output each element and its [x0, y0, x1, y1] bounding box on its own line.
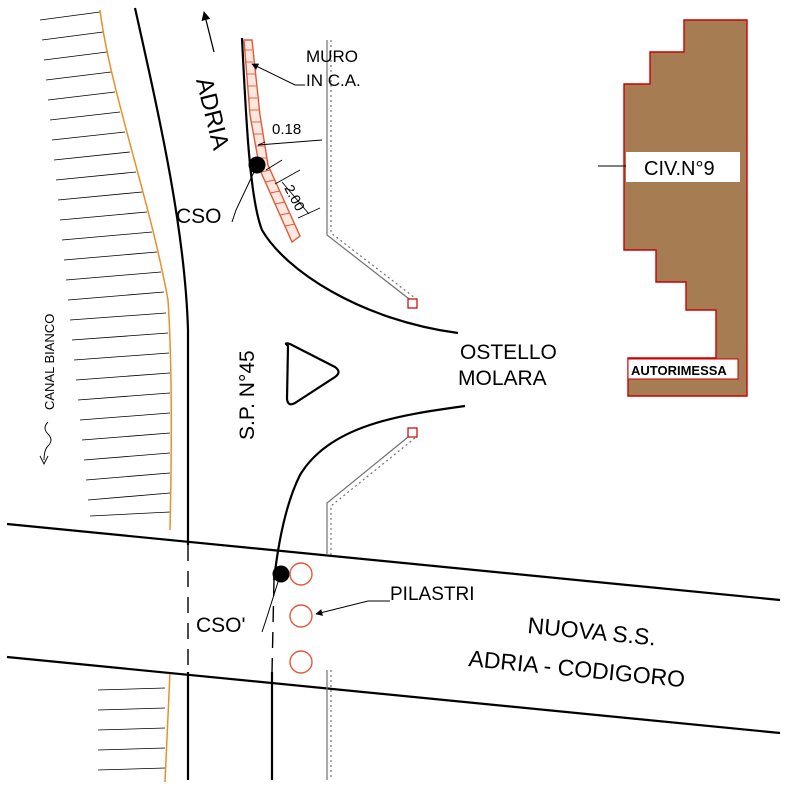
cso-point — [248, 156, 266, 174]
concrete-wall — [243, 39, 301, 244]
canal-bank-hatching — [39, 11, 171, 771]
wall-leader-line — [251, 63, 305, 86]
pillars-label: PILASTRI — [390, 584, 474, 605]
cso-label: CSO — [176, 205, 222, 228]
dimension-top-label: 0.18 — [272, 121, 301, 138]
new-road-label-line2: ADRIA - CODIGORO — [468, 645, 687, 692]
fence-post-lower — [407, 427, 418, 438]
canal-flow-arrow — [43, 421, 52, 461]
building-civ-9 — [623, 19, 748, 397]
road-edge-right-upper — [240, 37, 459, 335]
pillar-3 — [289, 650, 313, 674]
new-road-edge-top — [6, 522, 781, 602]
pillar-2 — [289, 604, 313, 628]
canal-label: CANAL BIANCO — [42, 314, 57, 410]
traffic-island — [284, 342, 340, 406]
building-number-label: CIV.N°9 — [644, 158, 715, 180]
fence-lower — [326, 432, 416, 780]
cso-leader-line — [231, 171, 255, 223]
pillars-leader-line — [315, 600, 390, 616]
dimension-0-18 — [257, 139, 323, 146]
garage-box — [627, 358, 739, 380]
adria-road-label: ADRIA — [190, 75, 234, 153]
new-road-label-line1: NUOVA S.S. — [527, 612, 658, 650]
cso-prime-label: CSO' — [196, 614, 246, 637]
canal-bank-edge — [99, 9, 173, 783]
fence-post-upper — [407, 298, 418, 309]
dimension-2-00 — [265, 159, 321, 219]
cso-prime-point — [272, 565, 290, 583]
road-edge-right-lower — [272, 404, 466, 581]
adria-direction-arrow — [201, 11, 215, 53]
provincial-road-label: S.P. N°45 — [236, 350, 259, 440]
fence-upper — [326, 40, 416, 303]
wall-label-line1: MURO — [306, 47, 358, 66]
cso-prime-leader-line — [261, 581, 279, 633]
garage-label: AUTORIMESSA — [631, 363, 727, 378]
building-number-box — [626, 152, 740, 182]
pillars — [289, 562, 313, 674]
new-road-edge-bottom — [6, 655, 781, 735]
hostel-label-line1: OSTELLO — [460, 341, 557, 364]
pillar-1 — [289, 562, 313, 586]
wall-label-line2: IN C.A. — [306, 71, 361, 90]
road-edge-right-under-bridge — [271, 579, 275, 673]
hostel-label-line2: MOLARA — [458, 367, 547, 390]
road-edge-left — [133, 7, 190, 545]
canal-flow-arrowhead — [39, 455, 49, 466]
